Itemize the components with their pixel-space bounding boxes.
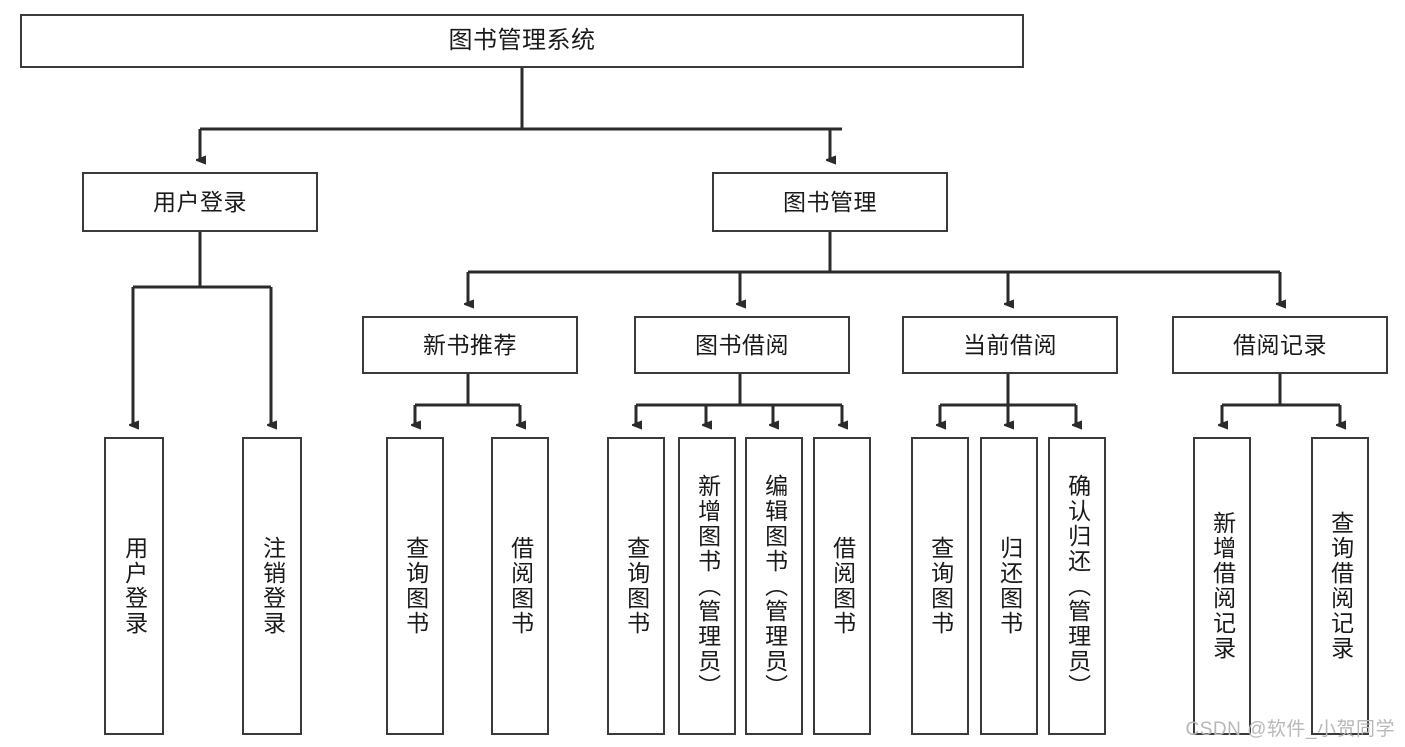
node-leaf-user-login-label: 用户登录: [121, 536, 148, 636]
node-leaf-query-book-3-label: 查询图书: [927, 536, 954, 636]
node-leaf-return-book[interactable]: 归还图书: [980, 437, 1038, 735]
node-leaf-add-record-label: 新增借阅记录: [1209, 511, 1236, 661]
node-leaf-query-book-1[interactable]: 查询图书: [386, 437, 444, 735]
node-book-borrow-label: 图书借阅: [695, 331, 789, 358]
node-leaf-confirm-return-label: 确认归还（管理员）: [1064, 473, 1091, 699]
node-leaf-confirm-return[interactable]: 确认归还（管理员）: [1048, 437, 1106, 735]
node-book-manage-label: 图书管理: [783, 188, 877, 215]
node-leaf-query-book-2-label: 查询图书: [623, 536, 650, 636]
node-leaf-query-book-3[interactable]: 查询图书: [911, 437, 969, 735]
node-leaf-borrow-book-2[interactable]: 借阅图书: [813, 437, 871, 735]
node-leaf-add-book[interactable]: 新增图书（管理员）: [678, 437, 736, 735]
node-user-login-label: 用户登录: [153, 188, 247, 215]
node-new-book-recommend-label: 新书推荐: [423, 331, 517, 358]
node-leaf-borrow-book-1[interactable]: 借阅图书: [491, 437, 549, 735]
node-book-manage[interactable]: 图书管理: [712, 172, 948, 232]
node-leaf-query-book-1-label: 查询图书: [402, 536, 429, 636]
node-new-book-recommend[interactable]: 新书推荐: [362, 316, 578, 374]
node-borrow-record-label: 借阅记录: [1233, 331, 1327, 358]
node-leaf-query-book-2[interactable]: 查询图书: [607, 437, 665, 735]
node-borrow-record[interactable]: 借阅记录: [1172, 316, 1388, 374]
node-leaf-borrow-book-2-label: 借阅图书: [829, 536, 856, 636]
node-leaf-return-book-label: 归还图书: [996, 536, 1023, 636]
node-leaf-borrow-book-1-label: 借阅图书: [507, 536, 534, 636]
node-leaf-query-record-label: 查询借阅记录: [1327, 511, 1354, 661]
node-leaf-logout-label: 注销登录: [259, 536, 286, 636]
node-user-login[interactable]: 用户登录: [82, 172, 318, 232]
node-current-borrow-label: 当前借阅: [963, 331, 1057, 358]
node-leaf-logout[interactable]: 注销登录: [242, 437, 302, 735]
node-leaf-edit-book-label: 编辑图书（管理员）: [761, 473, 788, 699]
watermark-text: CSDN @软件_小贺同学: [1185, 719, 1395, 740]
node-root-system[interactable]: 图书管理系统: [20, 14, 1024, 68]
node-current-borrow[interactable]: 当前借阅: [902, 316, 1118, 374]
node-leaf-query-record[interactable]: 查询借阅记录: [1311, 437, 1369, 735]
node-leaf-user-login[interactable]: 用户登录: [104, 437, 164, 735]
node-leaf-add-record[interactable]: 新增借阅记录: [1193, 437, 1251, 735]
node-leaf-add-book-label: 新增图书（管理员）: [694, 473, 721, 699]
node-book-borrow[interactable]: 图书借阅: [634, 316, 850, 374]
node-leaf-edit-book[interactable]: 编辑图书（管理员）: [745, 437, 803, 735]
node-root-system-label: 图书管理系统: [448, 27, 596, 55]
